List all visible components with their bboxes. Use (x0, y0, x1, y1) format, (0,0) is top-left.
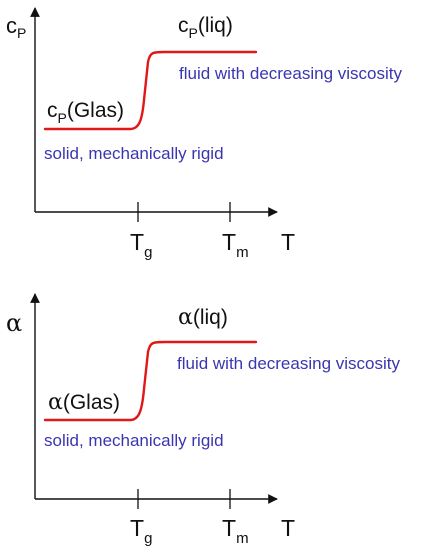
alpha-step-curve (43, 340, 258, 422)
tm-label: Tm (222, 229, 249, 261)
glass-label: cP(Glas) (47, 99, 124, 126)
cp-step-curve (43, 50, 258, 131)
liquid-label: cP(liq) (178, 14, 233, 41)
solid-annotation: solid, mechanically rigid (44, 431, 224, 450)
tg-label: Tg (130, 515, 152, 547)
tg-label: Tg (130, 229, 152, 261)
glass-label: α(Glas) (48, 390, 120, 415)
fluid-annotation: fluid with decreasing viscosity (177, 354, 400, 373)
fluid-annotation: fluid with decreasing viscosity (179, 64, 402, 83)
x-axis-label: T (281, 229, 295, 255)
solid-annotation: solid, mechanically rigid (44, 144, 224, 163)
alpha-panel: α α(liq) fluid with decreasing viscosity… (0, 277, 447, 554)
y-axis-label: cP (6, 13, 26, 41)
cp-panel: cP cP(liq) fluid with decreasing viscosi… (6, 7, 402, 261)
y-axis-label: α (6, 309, 22, 337)
alpha-diagram: α α(liq) fluid with decreasing viscosity… (6, 293, 400, 547)
liquid-label: α(liq) (178, 305, 228, 330)
tm-label: Tm (222, 515, 249, 547)
cp-diagram: cP cP(liq) fluid with decreasing viscosi… (6, 7, 402, 261)
x-axis-label: T (281, 515, 295, 541)
